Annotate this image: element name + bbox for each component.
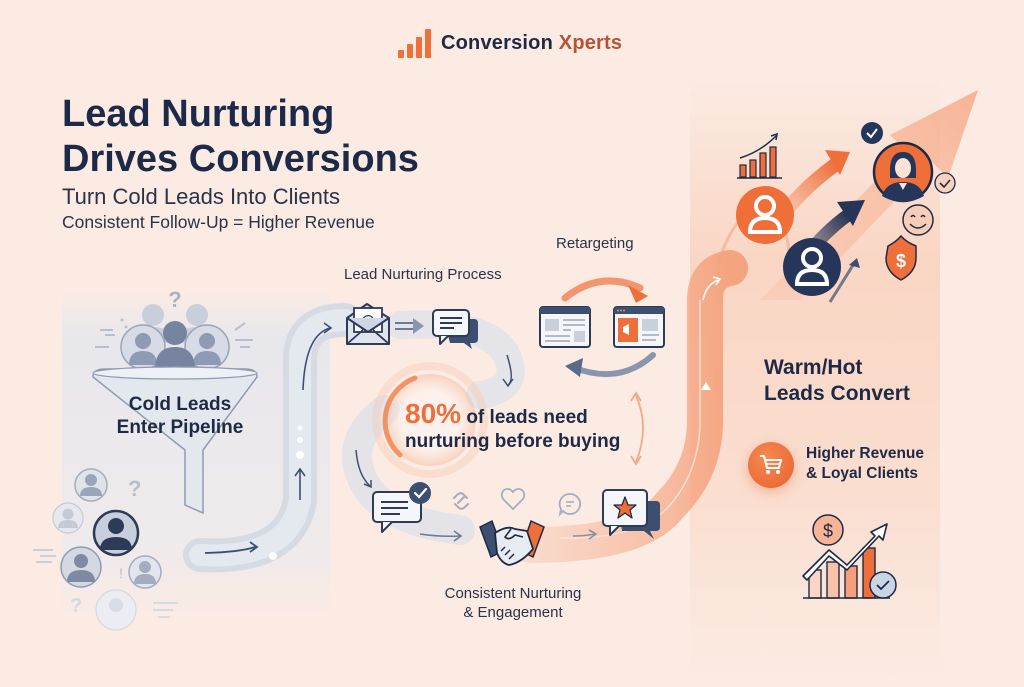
shopping-cart-icon <box>748 442 794 488</box>
question-mark-icon: ? <box>128 476 141 501</box>
check-circle-icon <box>869 571 897 599</box>
browser-window-icon <box>539 306 591 348</box>
svg-text:$: $ <box>896 251 906 271</box>
funnel-icon: ? <box>92 287 258 515</box>
user-orange-icon <box>736 186 794 244</box>
message-icon <box>558 493 582 517</box>
user-avatar-highlight-icon <box>92 509 140 557</box>
people-group-icon: ? <box>95 287 253 370</box>
stat-percent: 80% <box>405 398 462 429</box>
browser-ad-megaphone-icon <box>613 306 665 348</box>
question-mark-icon: ? <box>168 287 181 312</box>
page-title: Lead Nurturing Drives Conversions <box>62 93 419 180</box>
growth-chart-icon <box>737 132 782 179</box>
cold-leads-label: Cold Leads Enter Pipeline <box>116 394 244 438</box>
bar-chart-icon <box>398 28 431 58</box>
email-icon: @ <box>346 303 390 345</box>
chat-check-icon <box>372 482 431 533</box>
tagline: Consistent Follow-Up = Higher Revenue <box>62 212 375 232</box>
process-label: Lead Nurturing Process <box>344 266 502 283</box>
retargeting-label: Retargeting <box>556 235 634 252</box>
svg-text:?: ? <box>70 595 82 617</box>
subtitle: Turn Cold Leads Into Clients <box>62 184 340 209</box>
revenue-label: Higher Revenue & Loyal Clients <box>806 445 925 482</box>
convert-label: Warm/Hot Leads Convert <box>764 356 910 405</box>
handshake-icon <box>479 519 545 566</box>
chat-bubble-icon <box>432 309 478 349</box>
brand-logo: Conversion Xperts <box>398 28 622 58</box>
stat-callout: 80% of leads need nurturing before buyin… <box>405 398 621 452</box>
link-icon <box>453 492 469 510</box>
svg-text:$: $ <box>823 521 833 541</box>
conversion-cluster: $ <box>736 122 956 303</box>
user-avatar-icon <box>74 468 108 502</box>
heart-icon <box>500 487 526 511</box>
user-navy-icon <box>783 238 841 296</box>
revenue-growth-icon: $ <box>802 514 897 599</box>
star-review-icon <box>602 489 660 539</box>
businesswoman-icon <box>872 141 934 203</box>
engagement-label: Consistent Nurturing & Engagement <box>444 585 582 621</box>
brand-name: Conversion Xperts <box>441 31 623 54</box>
dollar-shield-icon: $ <box>885 234 917 281</box>
check-icon <box>861 122 883 144</box>
svg-text:!: ! <box>119 565 123 581</box>
cold-leads-avatars: ? ! ? <box>33 468 178 631</box>
smile-icon <box>902 204 934 236</box>
